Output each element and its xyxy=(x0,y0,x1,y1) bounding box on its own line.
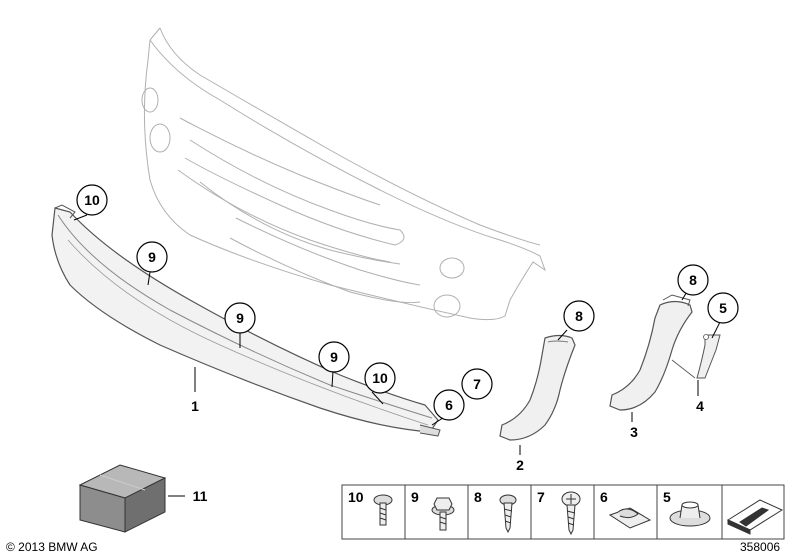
callout-numbers: 10 9 9 9 10 6 7 8 8 5 xyxy=(84,192,727,413)
part-1-spoiler xyxy=(51,204,441,437)
part-label-3: 3 xyxy=(630,424,638,440)
part-label-11: 11 xyxy=(193,488,208,504)
fastener-10-icon xyxy=(373,494,393,526)
fastener-5-icon xyxy=(669,501,711,527)
callout-9b: 9 xyxy=(236,310,244,326)
callout-10a: 10 xyxy=(84,192,100,208)
fastener-6-icon xyxy=(608,507,652,529)
diagram-id-text: 358006 xyxy=(740,540,781,554)
callout-7: 7 xyxy=(473,376,481,392)
part-11-box xyxy=(78,464,167,533)
callout-10b: 10 xyxy=(372,370,388,386)
fastener-label-5: 5 xyxy=(663,489,671,505)
part-label-4: 4 xyxy=(696,398,704,414)
part-4-strip xyxy=(671,334,721,379)
fastener-label-7: 7 xyxy=(537,489,545,505)
fastener-label-6: 6 xyxy=(600,489,608,505)
part-labels: 1 2 3 4 11 xyxy=(191,398,704,504)
part-3-trim xyxy=(609,294,693,411)
callout-circles xyxy=(76,184,739,421)
leader-lines xyxy=(73,214,721,497)
callout-9a: 9 xyxy=(148,249,156,265)
fastener-label-9: 9 xyxy=(411,489,419,505)
fastener-label-10: 10 xyxy=(348,489,364,505)
part-2-trim xyxy=(499,334,576,441)
callout-5: 5 xyxy=(719,300,727,316)
callout-9c: 9 xyxy=(330,349,338,365)
part-label-1: 1 xyxy=(191,398,199,414)
fastener-7-icon xyxy=(561,491,581,536)
callout-8b: 8 xyxy=(689,272,697,288)
copyright-text: © 2013 BMW AG xyxy=(6,540,98,554)
fastener-label-8: 8 xyxy=(474,489,482,505)
callout-6: 6 xyxy=(445,397,453,413)
part-label-2: 2 xyxy=(516,457,524,473)
fastener-legend: 10 9 8 7 6 5 xyxy=(341,484,785,540)
fastener-8-icon xyxy=(499,494,517,534)
callout-8a: 8 xyxy=(575,308,583,324)
fastener-9-icon xyxy=(431,497,455,531)
bumper-outline xyxy=(141,27,546,321)
tape-symbol-icon xyxy=(726,499,784,535)
